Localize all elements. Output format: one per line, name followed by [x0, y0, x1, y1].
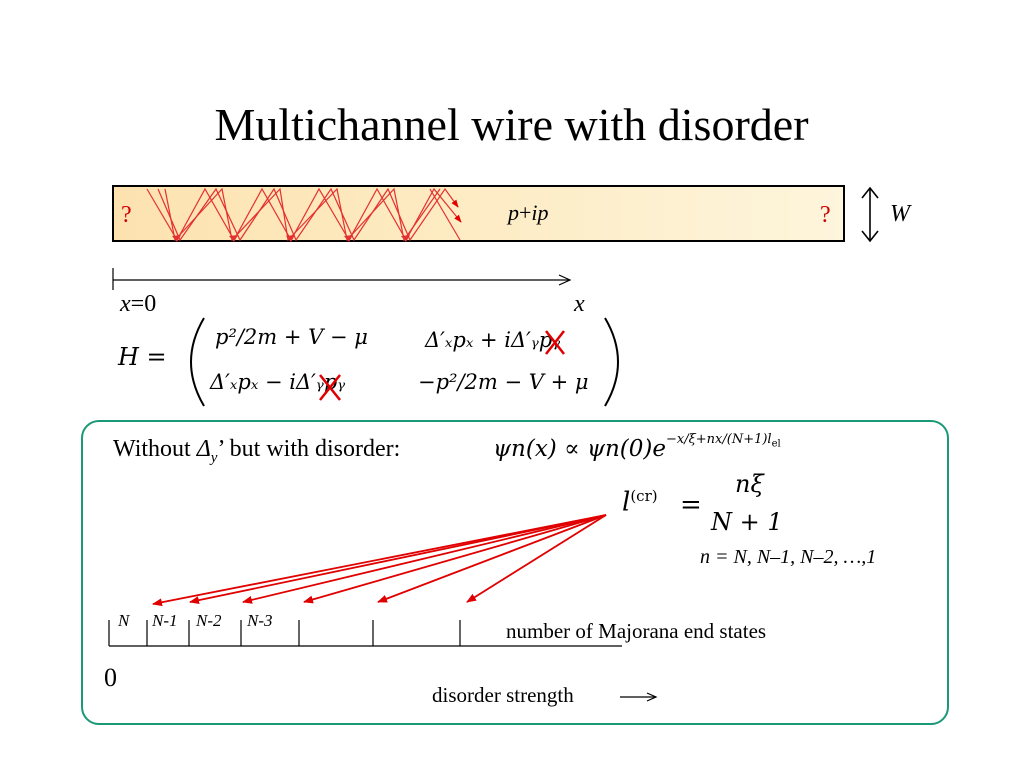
critical-length-numerator: nξ: [735, 470, 764, 498]
left-end-question-mark: ?: [121, 202, 132, 228]
zigzag-arrowheads: [172, 235, 410, 242]
tick-label-N-2: N-2: [196, 611, 222, 630]
zigzag-path-2: [157, 187, 459, 242]
slide-title: Multichannel wire with disorder: [214, 99, 809, 150]
arrow-to-5: [377, 514, 607, 603]
tick-label-N-1: N-1: [152, 611, 178, 630]
critical-length-lhs: l(cr): [622, 487, 658, 518]
position-axis-label: x: [574, 291, 585, 317]
wire-width-label: W: [890, 201, 910, 227]
zero-label: 0: [104, 663, 117, 692]
arrow-to-6: [466, 514, 607, 603]
matrix-element-22: −p²/2m − V + μ: [418, 370, 589, 394]
hamiltonian-lhs: H =: [118, 343, 167, 371]
right-end-question-mark: ?: [820, 202, 831, 228]
matrix-element-21: Δ′ₓpₓ − iΔ′ᵧpᵧ: [210, 370, 346, 394]
critical-length-denominator: N + 1: [711, 508, 783, 536]
cross-out-mark-lower: [319, 374, 341, 401]
zigzag-path-1: [146, 187, 462, 242]
zigzag-path-3: [164, 187, 441, 242]
majorana-count-axis: [108, 620, 622, 647]
arrow-to-N-2: [242, 514, 607, 604]
tick-label-N: N: [118, 611, 130, 630]
origin-label: x=0: [120, 291, 157, 317]
matrix-left-paren: [190, 317, 205, 407]
zigzag-exit-line: [429, 188, 461, 241]
n-range-label: n = N, N–1, N–2, …,1: [700, 546, 877, 568]
matrix-element-12: Δ′ₓpₓ + iΔ′ᵧpᵧ: [425, 328, 561, 352]
position-axis: [112, 268, 572, 290]
pairing-label: p+ip: [508, 200, 549, 225]
matrix-right-paren: [604, 317, 619, 407]
cross-out-mark-upper: [545, 330, 565, 355]
majorana-count-label: number of Majorana end states: [506, 619, 767, 643]
disorder-strength-label: disorder strength: [432, 683, 574, 707]
wavefunction-formula: ψn(x) ∝ ψn(0)e−x/ξ+nx/(N+1)lel: [493, 432, 781, 462]
wire-bar: [112, 185, 845, 242]
zigzag-trajectories: [146, 187, 462, 242]
arrow-to-N-3: [303, 514, 607, 604]
disorder-strength-arrow: [620, 692, 658, 702]
arrow-to-N: [152, 514, 607, 607]
critical-length-equals: =: [680, 490, 702, 520]
arrow-to-N-1: [189, 514, 607, 605]
critical-length-arrows: [152, 514, 607, 607]
width-double-arrow: [861, 186, 879, 243]
matrix-element-11: p²/2m + V − μ: [215, 325, 368, 349]
panel-intro-text: Without Δy’ but with disorder:: [113, 436, 401, 466]
tick-label-N-3: N-3: [247, 611, 273, 630]
disorder-panel: [81, 420, 949, 725]
